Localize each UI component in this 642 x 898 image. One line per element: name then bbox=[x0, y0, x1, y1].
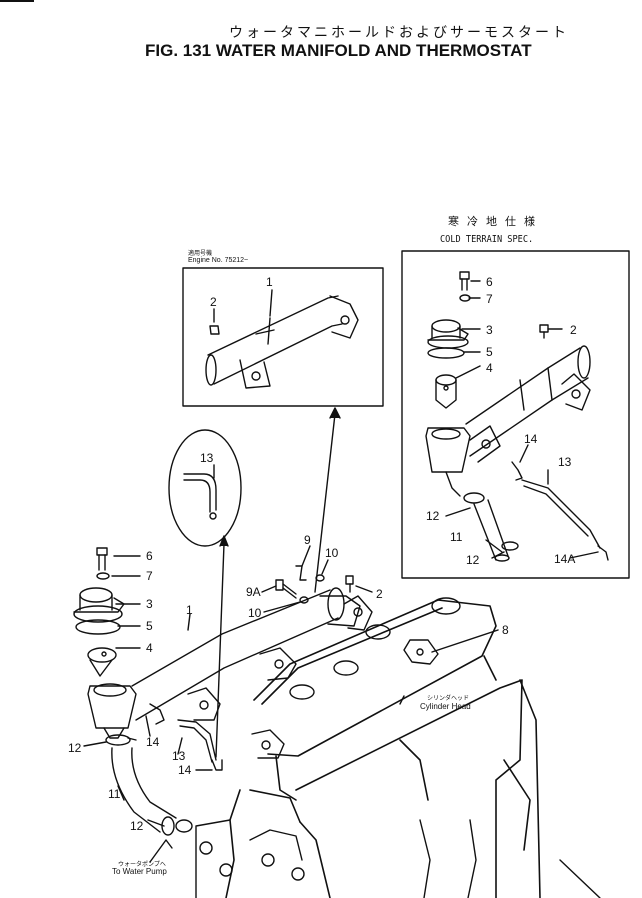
cold-terrain-frame bbox=[401, 250, 630, 579]
manifold-flange-b bbox=[187, 687, 221, 721]
round-detail-tube bbox=[183, 473, 217, 520]
engine-block-lower bbox=[195, 819, 601, 898]
cold-bolt-6 bbox=[459, 271, 470, 291]
cold-callout-7: 7 bbox=[486, 292, 493, 306]
callout-1: 1 bbox=[186, 603, 193, 617]
gasket-5 bbox=[75, 619, 121, 635]
cold-manifold-pipe bbox=[465, 345, 591, 463]
callout-7: 7 bbox=[146, 569, 153, 583]
water-manifold-1 bbox=[131, 587, 361, 721]
callout-14-upper: 14 bbox=[146, 735, 160, 749]
callout-13: 13 bbox=[172, 749, 186, 763]
arrowhead-inset bbox=[329, 407, 341, 419]
bolt-2 bbox=[345, 575, 354, 593]
cold-clamp-lower bbox=[501, 541, 519, 551]
engine-inset-label: Engine No. 75212~ bbox=[188, 257, 249, 264]
thermostat-housing bbox=[87, 683, 137, 739]
cold-callout-6: 6 bbox=[486, 275, 493, 289]
washer-7 bbox=[96, 572, 110, 580]
cold-callout-12-lower: 12 bbox=[466, 553, 480, 567]
engine-inset-label-japanese: 適用号機 bbox=[188, 250, 213, 257]
thermostat-cover-3 bbox=[73, 587, 125, 623]
clamp-12-upper bbox=[105, 734, 137, 746]
washer-10-upper bbox=[315, 574, 325, 582]
filler-caps bbox=[289, 597, 461, 700]
cold-hose-11 bbox=[473, 499, 510, 562]
corner-mark bbox=[0, 0, 34, 2]
cold-callout-13: 13 bbox=[558, 455, 572, 469]
callout-12-lower: 12 bbox=[130, 819, 144, 833]
arrowhead-round bbox=[219, 535, 229, 547]
washer-10-lower bbox=[299, 596, 309, 604]
cold-callout-14: 14 bbox=[524, 432, 538, 446]
inset-leader-1 bbox=[269, 289, 273, 317]
bolt-9 bbox=[295, 565, 307, 581]
inset-callout-2: 2 bbox=[210, 295, 217, 309]
hose-11 bbox=[111, 747, 177, 836]
callout-9a: 9A bbox=[246, 585, 261, 599]
thermostat-4 bbox=[87, 647, 117, 677]
cold-thermostat-4 bbox=[435, 374, 457, 409]
arrow-to-round-detail bbox=[215, 543, 225, 758]
bolt-6 bbox=[96, 547, 108, 571]
callout-11: 11 bbox=[108, 787, 121, 801]
cold-callout-4: 4 bbox=[486, 361, 493, 375]
cold-callout-5: 5 bbox=[486, 345, 493, 359]
callout-10-upper: 10 bbox=[325, 546, 339, 560]
callout-8: 8 bbox=[502, 623, 509, 637]
cold-callout-12-upper: 12 bbox=[426, 509, 440, 523]
cold-gasket-5 bbox=[427, 347, 465, 359]
cold-spec-label: COLD TERRAIN SPEC. bbox=[440, 234, 534, 245]
manifold-flange-c bbox=[251, 729, 285, 759]
cold-fitting-14 bbox=[511, 461, 523, 481]
callout-9: 9 bbox=[304, 533, 311, 547]
callout-4: 4 bbox=[146, 641, 153, 655]
clamp-12-lower bbox=[175, 819, 193, 833]
manifold-flange-d bbox=[343, 595, 373, 631]
cold-fitting-14a bbox=[597, 545, 609, 561]
cylinder-head bbox=[225, 679, 541, 898]
tube-13 bbox=[177, 719, 217, 763]
cold-clamp-upper bbox=[463, 492, 485, 504]
figure-title-japanese: ウォータマニホールドおよびサーモスタート bbox=[229, 25, 569, 41]
cold-spec-label-japanese: 寒冷地仕様 bbox=[448, 215, 543, 228]
engine-inset-frame bbox=[182, 267, 384, 407]
inset-bolt bbox=[209, 325, 220, 335]
fitting-14-lower bbox=[211, 759, 223, 771]
cold-tube-13 bbox=[521, 479, 601, 549]
cold-bolt-2 bbox=[539, 324, 549, 339]
callout-5: 5 bbox=[146, 619, 153, 633]
manifold-flange-a bbox=[259, 647, 297, 681]
water-pump-label: To Water Pump bbox=[112, 867, 167, 876]
inset-callout-1: 1 bbox=[266, 275, 273, 289]
cold-thermostat-housing bbox=[425, 427, 471, 497]
inset-manifold-pipe bbox=[205, 295, 359, 389]
cold-callout-14a: 14A bbox=[554, 552, 575, 566]
arrow-to-engine-inset bbox=[314, 413, 336, 593]
callout-2: 2 bbox=[376, 587, 383, 601]
callout-14-lower: 14 bbox=[178, 763, 192, 777]
gasket-8 bbox=[403, 639, 439, 665]
cold-callout-2: 2 bbox=[570, 323, 577, 337]
cold-callout-3: 3 bbox=[486, 323, 493, 337]
water-pump-label-japanese: ウォータポンプへ bbox=[118, 861, 166, 868]
figure-title: FIG. 131 WATER MANIFOLD AND THERMOSTAT bbox=[145, 41, 532, 60]
cold-thermostat-cover-3 bbox=[427, 319, 469, 349]
round-callout-13: 13 bbox=[200, 451, 214, 465]
round-detail-frame bbox=[168, 429, 242, 547]
cold-callout-11: 11 bbox=[450, 530, 463, 544]
callout-3: 3 bbox=[146, 597, 153, 611]
cylinder-head-label: Cylinder Head bbox=[420, 702, 471, 711]
callout-12-upper: 12 bbox=[68, 741, 82, 755]
fitting-14-upper bbox=[149, 703, 165, 725]
callout-6: 6 bbox=[146, 549, 153, 563]
rocker-cover bbox=[253, 599, 497, 801]
bolt-9a bbox=[275, 579, 297, 599]
cylinder-head-label-japanese: シリンダヘッド bbox=[427, 695, 470, 702]
callout-10-lower: 10 bbox=[248, 606, 262, 620]
